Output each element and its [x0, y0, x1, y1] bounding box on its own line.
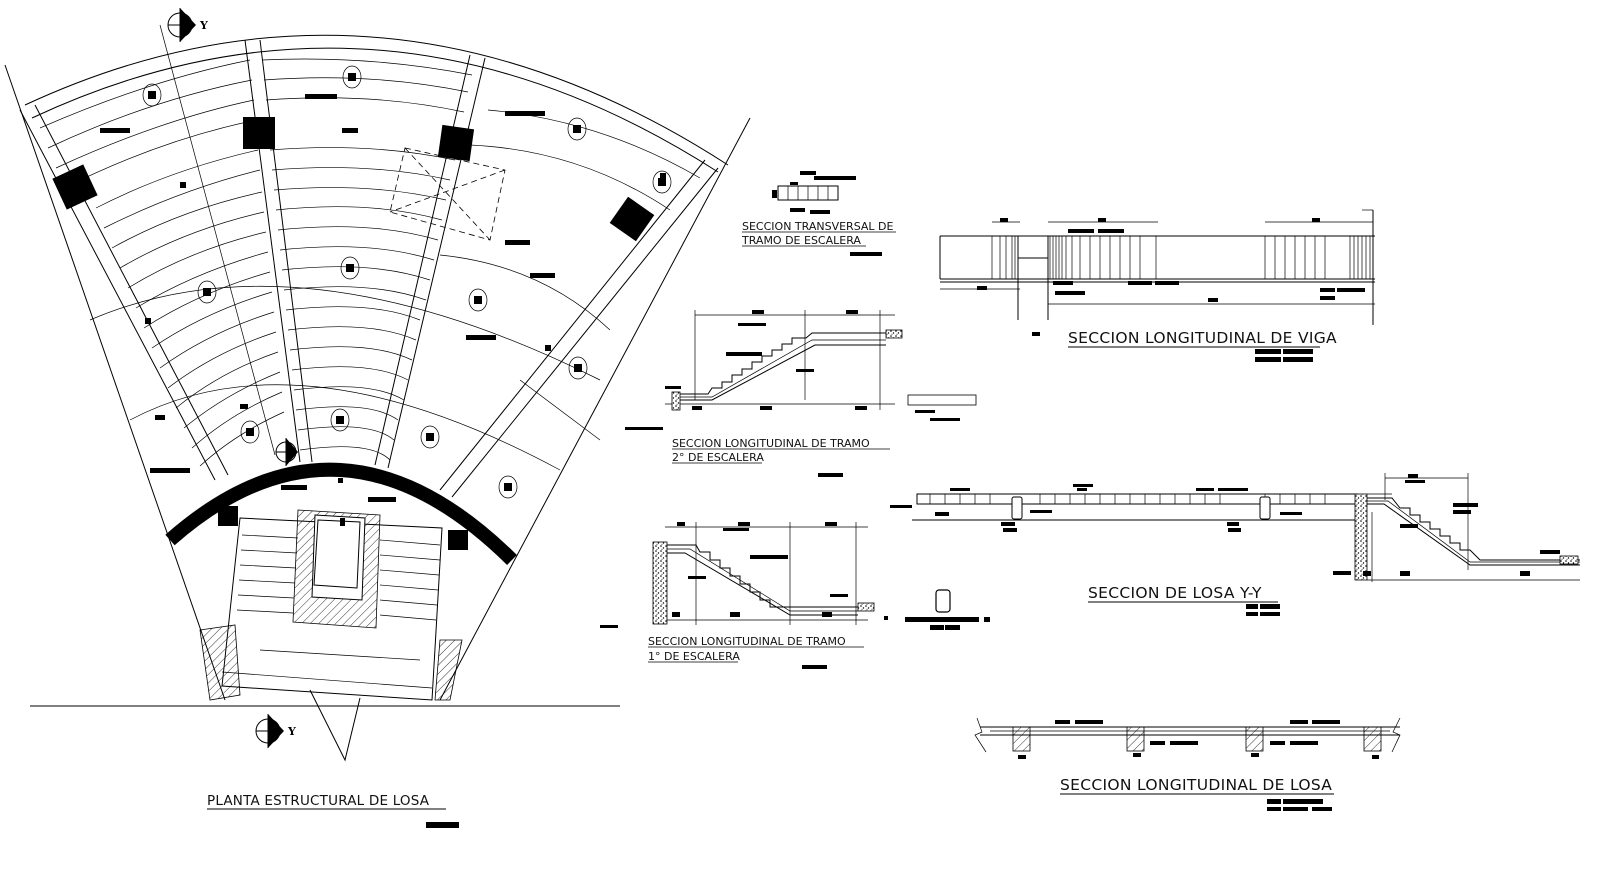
stair-core [199, 509, 463, 762]
axis-y-label: Y [287, 725, 296, 738]
axis-marker-bottom: Y [255, 714, 296, 748]
plan-outer-arc [24, 34, 729, 166]
stair-1-title-line1: SECCION LONGITUDINAL DE TRAMO [648, 635, 846, 648]
joists-center-bay [261, 58, 473, 461]
column [218, 506, 238, 526]
plan-left-edge [4, 64, 226, 701]
stair-transverse-section: SECCION TRANSVERSAL DE TRAMO DE ESCALERA [741, 171, 896, 256]
stair-2-title-line1: SECCION LONGITUDINAL DE TRAMO [672, 437, 870, 450]
slab-yy-section: SECCION DE LOSA Y-Y [890, 473, 1580, 616]
plan-title: PLANTA ESTRUCTURAL DE LOSA [207, 793, 430, 809]
slab-yy-title: SECCION DE LOSA Y-Y [1088, 584, 1262, 602]
axis-marker-mid [275, 438, 298, 466]
slab-opening [389, 147, 506, 241]
stirrups [991, 236, 1371, 279]
slab-longitudinal-title: SECCION LONGITUDINAL DE LOSA [1060, 776, 1332, 794]
stair-2-title-line2: 2° DE ESCALERA [672, 451, 764, 464]
beam-longitudinal-section: SECCION LONGITUDINAL DE VIGA [939, 209, 1375, 362]
axis-y-label: Y [199, 19, 208, 32]
ring-beam [165, 462, 517, 565]
structural-plan: Y Y PLANTA ESTRUCTURAL DE LOSA [4, 8, 751, 828]
slab-longitudinal-section: SECCION LONGITUDINAL DE LOSA [974, 717, 1401, 811]
column [609, 196, 655, 242]
plan-right-edge [439, 117, 751, 701]
stair-2-section: SECCION LONGITUDINAL DE TRAMO 2° DE ESCA… [625, 310, 977, 477]
plan-annotation-blocks [100, 94, 666, 828]
joist-direction-markers [142, 65, 672, 499]
transverse-title-line2: TRAMO DE ESCALERA [741, 234, 861, 247]
beam-title: SECCION LONGITUDINAL DE VIGA [1068, 329, 1337, 347]
joists-left-bay [39, 59, 285, 467]
column [448, 530, 468, 550]
column [437, 124, 475, 162]
stair-1-title-line2: 1° DE ESCALERA [648, 650, 740, 663]
column [243, 117, 275, 149]
axis-marker-top: Y [167, 8, 208, 42]
transverse-title-line1: SECCION TRANSVERSAL DE [742, 220, 893, 233]
column [52, 164, 98, 210]
stair-1-section: SECCION LONGITUDINAL DE TRAMO 1° DE ESCA… [600, 522, 990, 669]
